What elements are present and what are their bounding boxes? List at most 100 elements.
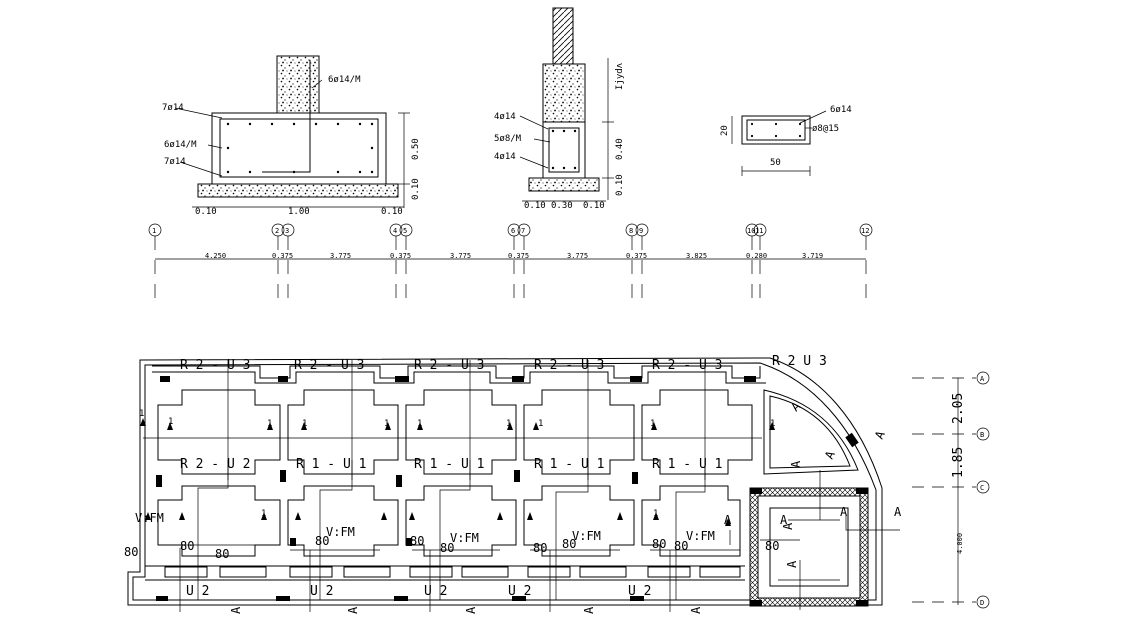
plan-top-strip xyxy=(152,365,766,384)
svg-text:12: 12 xyxy=(861,227,869,235)
right-axis: A B C D 2.05 1.85 4.000 xyxy=(912,371,990,609)
footing-blinding xyxy=(197,183,399,198)
plan-vfm-label: V:FM xyxy=(326,525,355,539)
footing-height-main: 0.50 xyxy=(411,138,421,160)
plan-level-label: 80 xyxy=(652,537,666,551)
right-dim-1: 2.05 xyxy=(951,393,966,424)
foundation-plan: R 2 - U 3 R 2 - U 3 R 2 - U 3 R 2 - U 3 … xyxy=(124,354,902,614)
plan-label-mid-1: R 2 - U 2 xyxy=(180,457,250,472)
grid-bubble-4: 4 xyxy=(389,223,403,298)
footing-section: 6ø14/M 7ø14 6ø14/M 7ø14 0.50 0.10 0.10 1… xyxy=(162,55,421,217)
svg-text:6: 6 xyxy=(511,227,515,235)
plan-section-mark: 1 xyxy=(770,419,775,429)
grid-spacing-3: 3.775 xyxy=(330,252,351,260)
plan-cells-top-row xyxy=(157,389,859,475)
small-width: 50 xyxy=(770,158,781,168)
plan-vfm-label: V:FM xyxy=(686,529,715,543)
plan-cut-mark: A xyxy=(689,606,703,614)
beam-wall xyxy=(552,7,574,65)
plan-cut-mark: A xyxy=(780,513,788,527)
plan-label-top-3: R 2 - U 3 xyxy=(414,358,484,373)
plan-outer-outline xyxy=(127,357,883,606)
small-section-outer xyxy=(741,115,811,145)
axis-bubble-b: B xyxy=(976,427,990,441)
plan-cut-mark: A xyxy=(724,513,732,527)
plan-cut-mark: A xyxy=(582,606,596,614)
plan-label-top-4: R 2 - U 3 xyxy=(534,358,604,373)
beam-blinding xyxy=(528,177,600,192)
plan-label-bottom-3: U 2 xyxy=(424,584,447,599)
grid-spacing-9: 3.825 xyxy=(686,252,707,260)
plan-cut-mark: A xyxy=(464,606,478,614)
svg-text:5: 5 xyxy=(403,227,407,235)
small-bars-label: 6ø14 xyxy=(830,105,852,115)
footing-width-main: 1.00 xyxy=(288,207,310,217)
svg-text:7: 7 xyxy=(521,227,525,235)
plan-label-top-1: R 2 - U 3 xyxy=(180,358,250,373)
plan-level-label: 80 xyxy=(562,537,576,551)
plan-label-mid-2: R 1 - U 1 xyxy=(296,457,366,472)
grid-spacing-10: 0.280 xyxy=(746,252,767,260)
plan-vfm-label: V:FM xyxy=(572,529,601,543)
small-section: 6ø14 ø8@15 20 50 xyxy=(720,105,852,176)
beam-vertical-label: Ijydʌ xyxy=(615,62,625,90)
plan-label-top-2: R 2 - U 3 xyxy=(294,358,364,373)
footing-column xyxy=(276,55,320,114)
plan-level-label: 80 xyxy=(215,547,229,561)
plan-level-label: 80 xyxy=(124,545,138,559)
footing-width-right: 0.10 xyxy=(381,207,403,217)
grid-bubble-3: 3 xyxy=(281,223,295,298)
beam-label-stirrup: 5ø8/M xyxy=(494,134,522,144)
plan-stair-box xyxy=(749,487,869,607)
plan-cut-mark: A xyxy=(789,460,803,468)
plan-label-mid-3: R 1 - U 1 xyxy=(414,457,484,472)
plan-label-bottom-2: U 2 xyxy=(310,584,333,599)
svg-text:4: 4 xyxy=(393,227,397,235)
plan-label-mid-5: R 1 - U 1 xyxy=(652,457,722,472)
plan-level-label: 80 xyxy=(315,534,329,548)
plan-section-mark: 1 xyxy=(538,419,543,429)
plan-level-label: 80 xyxy=(410,534,424,548)
plan-vfm-label: V:FM xyxy=(135,511,164,525)
plan-section-mark: 1 xyxy=(267,419,272,429)
plan-level-label: 80 xyxy=(533,541,547,555)
plan-leaders xyxy=(143,360,900,612)
svg-text:C: C xyxy=(980,484,984,492)
plan-section-mark: 1 xyxy=(417,419,422,429)
beam-height-base: 0.10 xyxy=(615,174,625,196)
axis-bubble-d: D xyxy=(976,595,990,609)
plan-section-mark: 1 xyxy=(261,509,266,519)
svg-text:2: 2 xyxy=(275,227,279,235)
plan-label-mid-4: R 1 - U 1 xyxy=(534,457,604,472)
footing-bar xyxy=(262,60,311,173)
footing-label-top: 7ø14 xyxy=(162,103,184,113)
grid-bubble-5: 5 xyxy=(399,223,413,298)
plan-cut-mark: A xyxy=(872,428,888,441)
plan-bottom-strip xyxy=(145,565,745,581)
svg-text:A: A xyxy=(980,375,985,383)
axis-bubble-c: C xyxy=(976,480,990,494)
beam-width-right: 0.10 xyxy=(583,201,605,211)
svg-text:D: D xyxy=(980,599,984,607)
beam-label-bot: 4ø14 xyxy=(494,152,516,162)
plan-section-mark: 1 xyxy=(650,419,655,429)
svg-text:3: 3 xyxy=(285,227,289,235)
svg-text:9: 9 xyxy=(639,227,643,235)
footing-inner xyxy=(219,118,379,178)
svg-text:1: 1 xyxy=(152,227,156,235)
small-stirrup-label: ø8@15 xyxy=(812,124,839,134)
grid-spacing-7: 3.775 xyxy=(567,252,588,260)
footing-height-base: 0.10 xyxy=(411,178,421,200)
right-dim-3: 4.000 xyxy=(956,533,964,554)
plan-cut-mark: A xyxy=(785,560,799,568)
plan-arrows xyxy=(140,418,775,526)
svg-text:8: 8 xyxy=(629,227,633,235)
axis-bubble-a: A xyxy=(976,371,990,385)
grid-bubble-9: 9 xyxy=(635,223,649,298)
beam-height-main: 0.40 xyxy=(615,138,625,160)
beam-masonry xyxy=(542,63,586,123)
svg-text:11: 11 xyxy=(755,227,763,235)
grid-axis: 1 2 3 4 5 6 7 8 9 10 11 12 4.250 0.375 3… xyxy=(148,223,873,298)
right-dim-2: 1.85 xyxy=(951,447,966,478)
plan-section-mark: 1 xyxy=(168,417,173,427)
